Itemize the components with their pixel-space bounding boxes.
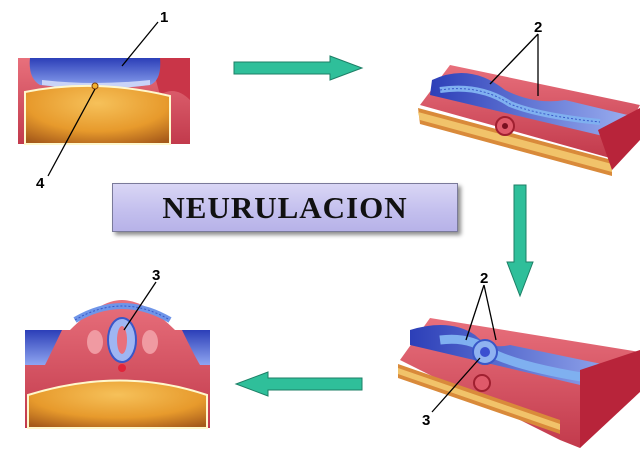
- label-1-ectoderm: 1: [160, 9, 168, 26]
- arrow-right-top: [233, 55, 364, 81]
- label-2-neural-folds-closing: 2: [480, 270, 488, 287]
- stage-3-label-lines: [431, 284, 497, 413]
- stage-4-label-lines: [123, 281, 157, 331]
- stage-1-label-lines: [47, 21, 159, 177]
- title: NEURULACION: [162, 189, 408, 225]
- arrow-down-right: [506, 184, 534, 298]
- arrow-left-bottom: [234, 371, 363, 397]
- stage-4-neural-tube: [25, 300, 210, 429]
- stage-2-neural-plate: [418, 65, 640, 176]
- label-3-neural-tube-closed: 3: [152, 267, 160, 284]
- label-4-notochord: 4: [36, 175, 45, 192]
- stage-3-neural-groove: [398, 318, 640, 448]
- label-2-neural-folds: 2: [534, 19, 542, 36]
- stage-2-label-lines: [489, 33, 539, 96]
- label-3-neural-tube: 3: [422, 412, 430, 429]
- stage-1-cross-section: [18, 58, 190, 145]
- title-box: NEURULACION: [112, 183, 458, 232]
